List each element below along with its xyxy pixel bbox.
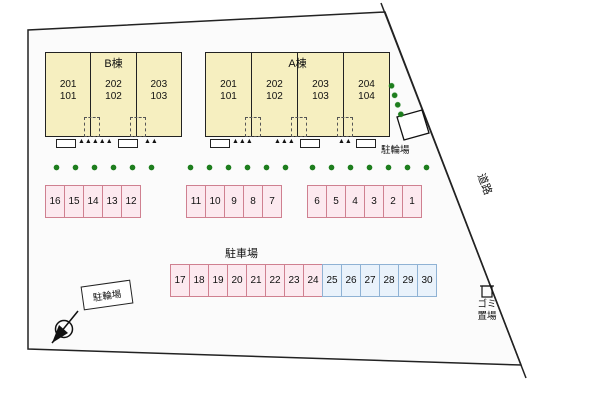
building-b-units: 201 101 202 102 203 103 [46,53,181,136]
parking-stall: 27 [360,264,380,297]
unit-cell: 204 104 [343,53,389,136]
unit-cell: 202 102 [251,53,297,136]
entry-porch [337,117,353,137]
garbage-icon [480,285,494,298]
parking-stall: 3 [364,185,384,218]
parking-stall: 11 [186,185,206,218]
parking-stall: 21 [246,264,266,297]
parking-stall: 15 [64,185,84,218]
building-a-units: 201 101 202 102 203 103 204 104 [206,53,389,136]
parking-stall: 22 [265,264,285,297]
bike-parking-upper-label: 駐輪場 [381,145,410,156]
compass-icon [51,310,79,344]
parking-stall: 5 [326,185,346,218]
garbage-area-label: ゴミ 置場 [472,299,502,323]
parking-stall: 16 [45,185,65,218]
building-a: A棟 201 101 202 102 203 103 204 104 [205,52,390,137]
building-b: B棟 201 101 202 102 203 103 [45,52,182,137]
building-a-title: A棟 [288,58,307,70]
unit-number-lower: 101 [220,91,237,102]
parking-stall: 20 [227,264,247,297]
unit-number-upper: 202 [105,79,122,90]
parking-stall: 24 [303,264,323,297]
unit-number-upper: 204 [358,79,375,90]
parking-stall: 6 [307,185,327,218]
tree-dots-row [181,164,295,171]
unit-number-upper: 201 [220,79,237,90]
parking-stall: 10 [205,185,225,218]
unit-number-lower: 101 [59,91,77,102]
unit-number-upper: 203 [312,79,329,90]
entrance-triangles-icon: ▲▲▲▲▲ [78,138,113,145]
entry-step [300,139,320,148]
parking-stall: 2 [383,185,403,218]
parking-stall: 19 [208,264,228,297]
entrance-triangles-icon: ▲▲ [338,138,352,145]
unit-number-lower: 102 [266,91,283,102]
parking-stall: 28 [379,264,399,297]
unit-number-lower: 103 [312,91,329,102]
unit-cell: 201 101 [46,53,90,136]
parking-stall: 13 [102,185,122,218]
unit-number-upper: 203 [150,79,168,90]
unit-number-lower: 103 [150,91,168,102]
tree-dots-row [47,164,161,171]
entrance-triangles-icon: ▲▲▲ [274,138,295,145]
entry-porch [84,117,100,137]
entry-step [56,139,76,148]
unit-number-upper: 202 [266,79,283,90]
road-edge-line [380,2,527,379]
entry-step [210,139,230,148]
building-b-title: B棟 [104,58,123,70]
tree-dots-row [303,164,436,171]
unit-number-upper: 201 [59,79,77,90]
entry-porch [130,117,146,137]
parking-stall: 25 [322,264,342,297]
entry-step [356,139,376,148]
garbage-label-line1: ゴミ [477,299,497,310]
unit-cell: 202 102 [90,53,135,136]
parking-stall: 29 [398,264,418,297]
bike-parking-lower-label: 駐輪場 [92,289,123,304]
garbage-label-line2: 置場 [477,311,497,322]
unit-number-lower: 104 [358,91,375,102]
entry-porch [245,117,261,137]
parking-row2-blue: 25 26 27 28 29 30 [322,264,437,297]
entrance-triangles-icon: ▲▲ [144,138,158,145]
parking-stall: 30 [417,264,437,297]
parking-stall: 12 [121,185,141,218]
entrance-triangles-icon: ▲▲▲ [232,138,253,145]
parking-row1-group2: 11 10 9 8 7 [186,185,282,218]
parking-stall: 18 [189,264,209,297]
parking-row1-group1: 16 15 14 13 12 [45,185,141,218]
entry-porch [291,117,307,137]
parking-stall: 17 [170,264,190,297]
parking-stall: 9 [224,185,244,218]
parking-stall: 14 [83,185,103,218]
entry-step [118,139,138,148]
parking-stall: 4 [345,185,365,218]
parking-stall: 8 [243,185,263,218]
car-parking-label: 駐車場 [225,248,258,260]
parking-stall: 7 [262,185,282,218]
unit-cell: 201 101 [206,53,251,136]
parking-row1-group3: 6 5 4 3 2 1 [307,185,422,218]
parking-stall: 23 [284,264,304,297]
unit-cell: 203 103 [297,53,343,136]
parking-row2-pink: 17 18 19 20 21 22 23 24 [170,264,323,297]
unit-number-lower: 102 [105,91,122,102]
parking-stall: 1 [402,185,422,218]
parking-stall: 26 [341,264,361,297]
unit-cell: 203 103 [135,53,181,136]
